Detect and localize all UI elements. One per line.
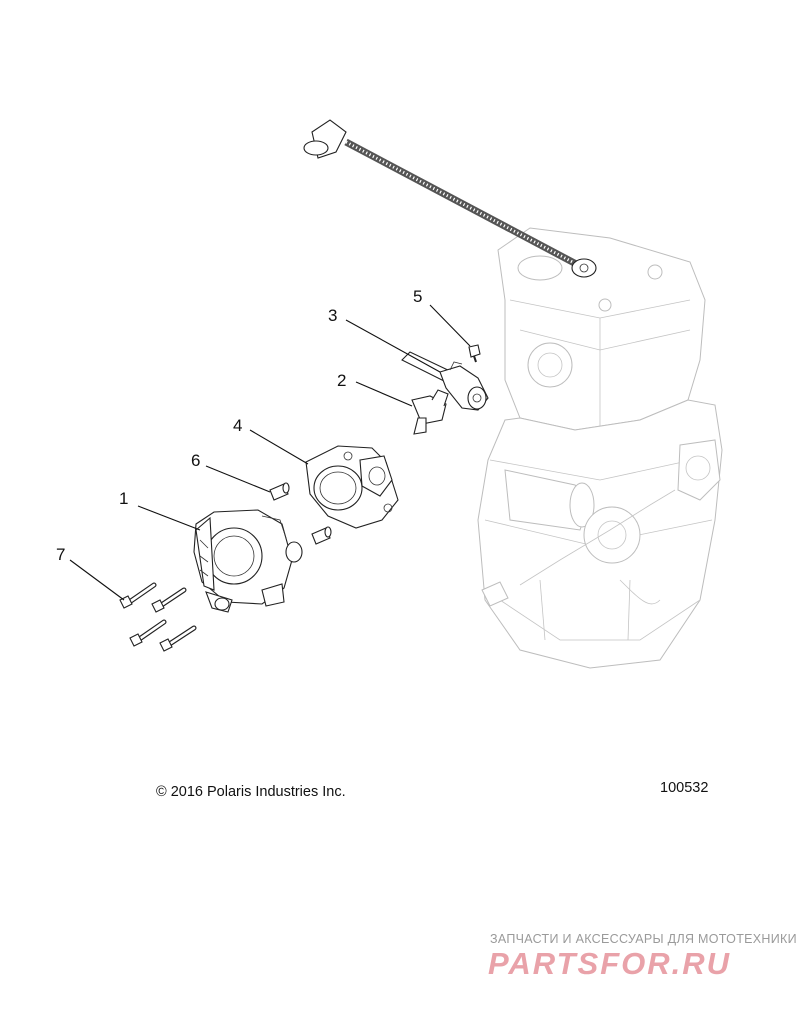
breather-hose (303, 119, 597, 278)
leader-7 (69, 559, 125, 601)
leader-4 (249, 429, 309, 465)
callout-4: 4 (233, 416, 242, 435)
bolt-7b (151, 587, 187, 613)
bolt-7a (119, 582, 157, 609)
watermark-logo: PARTSFOR.RU (488, 946, 732, 981)
leader-lines (69, 304, 471, 601)
copyright-text: © 2016 Polaris Industries Inc. (156, 784, 346, 800)
sensor-3 (401, 351, 489, 411)
bolt-7d (159, 625, 197, 652)
callout-1: 1 (119, 489, 128, 508)
leader-5 (429, 304, 471, 347)
leader-6 (205, 465, 271, 493)
screw-5 (468, 344, 481, 363)
callout-3: 3 (328, 306, 337, 325)
bolt-7c (129, 619, 167, 647)
leader-3 (345, 319, 441, 373)
engine-assembly (477, 227, 723, 669)
watermark-tagline: ЗАПЧАСТИ И АКСЕССУАРЫ ДЛЯ МОТОТЕХНИКИ (490, 932, 797, 946)
callout-labels: 1 2 3 4 5 6 7 (56, 287, 422, 564)
callout-7: 7 (56, 545, 65, 564)
throttle-body-1 (193, 509, 303, 613)
leader-2 (355, 381, 413, 407)
bolts-7 (119, 582, 197, 652)
callout-6: 6 (191, 451, 200, 470)
callout-5: 5 (413, 287, 422, 306)
leader-1 (137, 505, 201, 531)
diagram-reference-number: 100532 (660, 780, 709, 796)
callout-2: 2 (337, 371, 346, 390)
adapter-4 (305, 445, 399, 529)
pin-6 (269, 482, 332, 545)
injector-2 (411, 389, 449, 435)
